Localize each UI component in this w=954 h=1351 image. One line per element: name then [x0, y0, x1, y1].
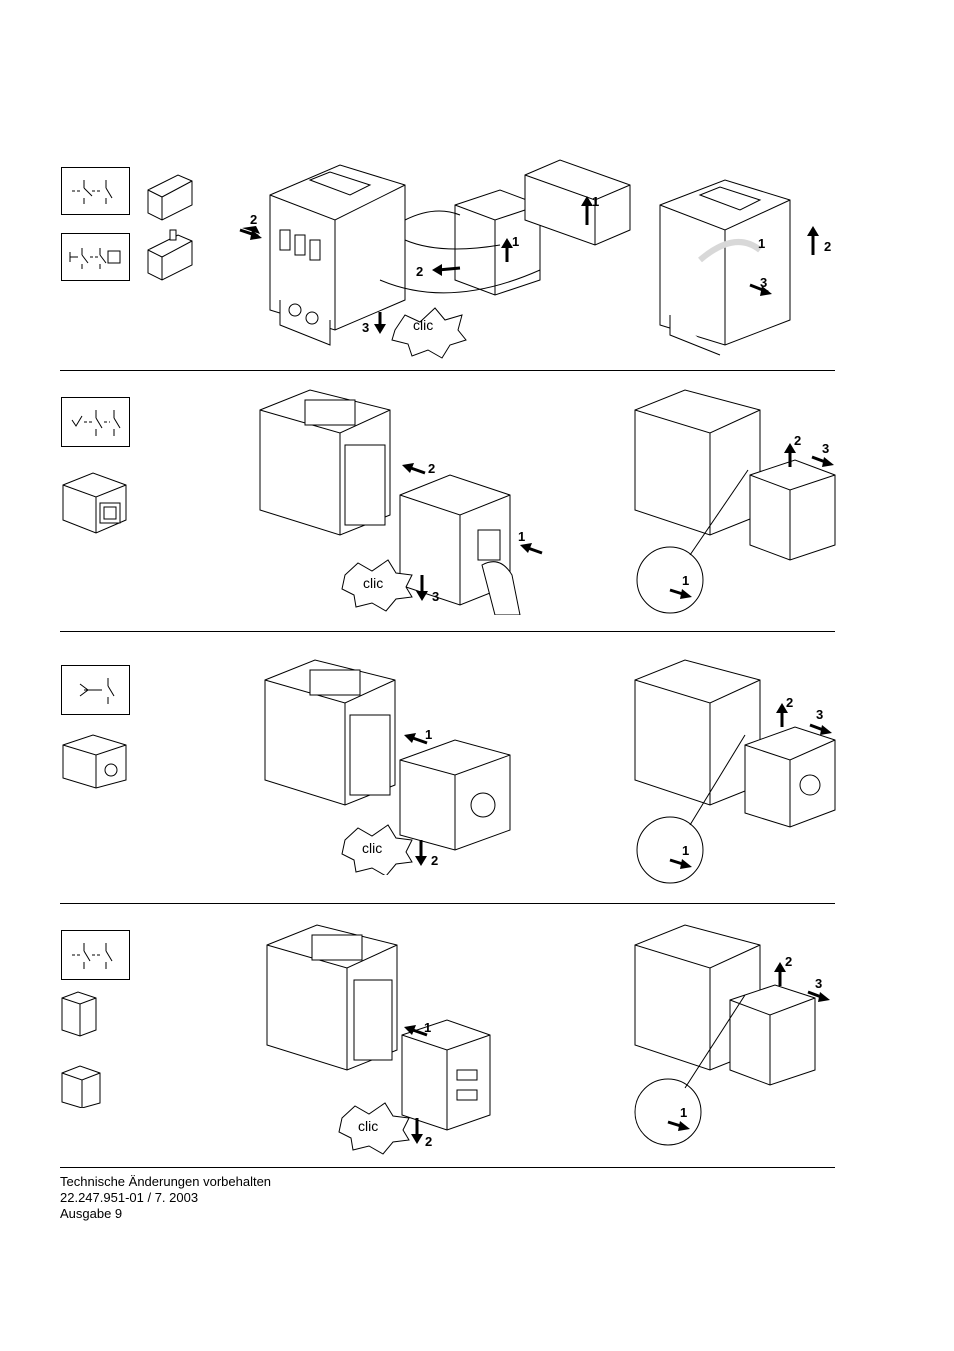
front-block-removal-illustration: 2 3 1 [634, 924, 830, 1146]
footer-notice: Technische Änderungen vorbehalten [60, 1174, 272, 1189]
front-mount-assembly-illustration: 2 1 3 clic [259, 389, 543, 615]
step-label: 3 [760, 275, 767, 290]
step-label: 3 [822, 441, 829, 456]
step-label: 2 [431, 853, 438, 868]
front-module-removal-illustration: 2 3 1 [634, 389, 836, 614]
step-label: 1 [512, 234, 519, 249]
clic-label: clic [363, 575, 383, 591]
clic-label: clic [413, 317, 433, 333]
clic-label: clic [358, 1118, 378, 1134]
contact-symbol-icon [72, 180, 113, 204]
step-label: 1 [682, 573, 689, 588]
clic-label: clic [362, 840, 382, 856]
side-mount-assembly-illustration: 2 2 1 1 3 1 2 3 clic [239, 159, 831, 359]
timer-symbol-icon [69, 248, 121, 269]
step-label: 1 [518, 529, 525, 544]
step-label: 2 [425, 1134, 432, 1149]
contact-symbol-delay [61, 233, 130, 281]
front-block-thumbnails [61, 991, 101, 1108]
step-label: 2 [785, 954, 792, 969]
contact-symbol-front [61, 397, 130, 447]
step-label: 2 [794, 433, 801, 448]
step-label: 2 [786, 695, 793, 710]
section-divider [60, 903, 835, 904]
step-label: 1 [424, 1020, 431, 1035]
front-block-assembly-illustration: 1 2 clic [266, 924, 491, 1155]
side-module-thumbnails [147, 174, 193, 281]
step-label: 3 [362, 320, 369, 335]
section-divider [60, 370, 835, 371]
step-label: 1 [592, 194, 599, 209]
section-divider [60, 1167, 835, 1168]
step-label: 1 [680, 1105, 687, 1120]
step-label: 2 [416, 264, 423, 279]
step-label: 3 [815, 976, 822, 991]
step-label: 1 [425, 727, 432, 742]
step-label: 1 [682, 843, 689, 858]
section-divider [60, 631, 835, 632]
footer-edition: Ausgabe 9 [60, 1206, 123, 1221]
step-label: 2 [250, 212, 257, 227]
contact-symbol-icon [79, 678, 115, 704]
footer-document-number: 22.247.951-01 / 7. 2003 [60, 1190, 199, 1205]
step-label: 2 [824, 239, 831, 254]
step-label: 1 [758, 236, 765, 251]
footer: Technische Änderungen vorbehalten 22.247… [60, 1174, 271, 1222]
step-label: 3 [432, 589, 439, 604]
step-label: 3 [816, 707, 823, 722]
contact-symbol-pneumatic [61, 665, 130, 715]
step-label: 2 [428, 461, 435, 476]
contact-symbol-front-block [61, 930, 130, 980]
timer-module-thumbnail [62, 734, 127, 789]
contact-symbol-nc-no [61, 167, 130, 215]
contact-symbol-icon [71, 410, 121, 436]
timer-mount-assembly-illustration: 1 2 clic [264, 659, 511, 875]
front-module-thumbnail [62, 472, 127, 534]
contact-symbol-icon [72, 943, 113, 969]
timer-module-removal-illustration: 2 3 1 [634, 659, 836, 884]
